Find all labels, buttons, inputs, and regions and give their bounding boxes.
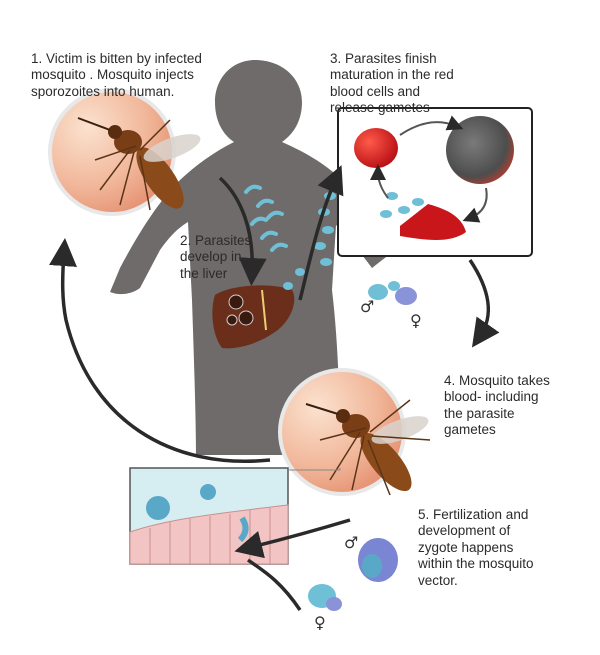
male-symbol: ♂ xyxy=(344,533,358,552)
step-3-text: Parasites finish maturation in the red b… xyxy=(330,50,454,116)
step-5-label: 5. Fertilization and development of zygo… xyxy=(418,490,588,589)
mosquito-bite-inset xyxy=(48,88,201,216)
liver-illustration xyxy=(212,285,295,349)
ruptured-red-blood-cell xyxy=(400,204,466,240)
zygote-figures xyxy=(308,538,398,611)
mosquito-icon xyxy=(77,117,201,211)
gametes xyxy=(368,281,417,305)
step-4-number: 4. xyxy=(444,372,456,388)
red-blood-cell xyxy=(354,128,398,168)
step-2-text: Parasites develop in the liver xyxy=(180,232,252,281)
mosquito-icon xyxy=(305,399,431,496)
step-3-label: 3. Parasites finish maturation in the re… xyxy=(330,34,530,117)
male-symbol: ♂ xyxy=(360,297,374,316)
sporozoites xyxy=(244,184,288,252)
mosquito-feeding-inset xyxy=(278,368,431,496)
ookinete xyxy=(146,496,170,520)
step-1-number: 1. xyxy=(31,50,43,66)
step-4-label: 4. Mosquito takes blood- including the p… xyxy=(444,356,594,439)
step-3-number: 3. xyxy=(330,50,342,66)
step-5-text: Fertilization and development of zygote … xyxy=(418,506,534,588)
infected-red-blood-cell xyxy=(446,116,514,184)
step-2-number: 2. xyxy=(180,232,192,248)
step-4-text: Mosquito takes blood- including the para… xyxy=(444,372,550,438)
step-1-label: 1. Victim is bitten by infected mosquito… xyxy=(31,34,271,100)
red-blood-cell-cycle-box xyxy=(337,107,533,257)
female-symbol: ♀ xyxy=(314,613,326,632)
step-1-text: Victim is bitten by infected mosquito . … xyxy=(31,50,202,99)
step-2-label: 2. Parasites develop in the liver xyxy=(180,216,290,282)
cycle-arrows xyxy=(49,165,500,611)
female-symbol: ♀ xyxy=(410,311,422,330)
step-5-number: 5. xyxy=(418,506,430,522)
